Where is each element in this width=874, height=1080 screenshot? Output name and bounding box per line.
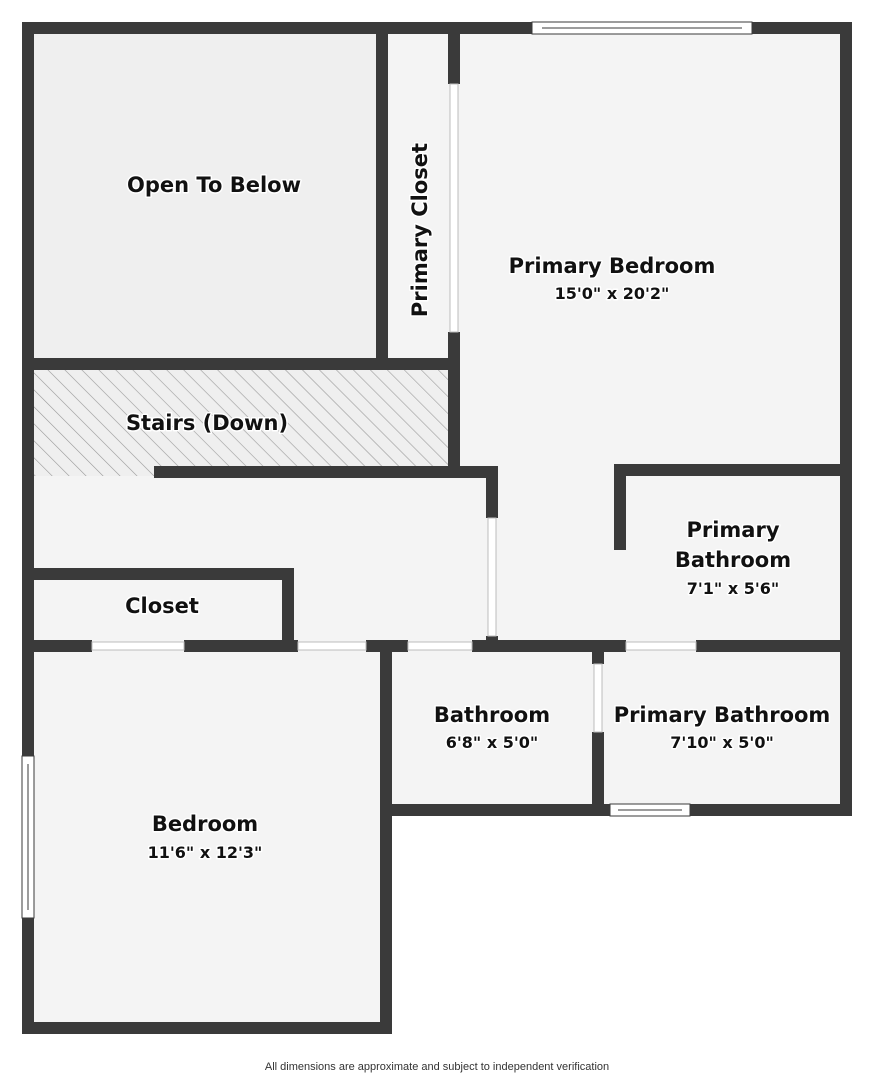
bedroom-label: Bedroom [152, 812, 258, 836]
door-closet-primary [449, 83, 459, 333]
openings [21, 21, 753, 919]
door-bathroom [407, 641, 473, 651]
door-bath-divider [593, 663, 603, 733]
floor-areas [28, 28, 846, 1030]
wall-left-lower [22, 918, 34, 1034]
primary-bathroom-2-dims: 7'10" x 5'0" [670, 733, 774, 752]
disclaimer-text: All dimensions are approximate and subje… [264, 1061, 610, 1073]
wall-stairs-right [448, 364, 460, 476]
wall-top-left [22, 22, 532, 34]
open-to-below-label: Open To Below [127, 173, 301, 197]
primary-bathroom-2-floor [598, 646, 846, 810]
wall-right [840, 22, 852, 816]
wall-closet-top [28, 568, 294, 580]
wall-hall-right-upper [486, 466, 498, 518]
wall-open-below-bottom [28, 358, 460, 370]
wall-closet-right-lower [448, 332, 460, 370]
wall-row-e [696, 640, 852, 652]
bathroom-label: Bathroom [434, 703, 550, 727]
wall-stairs-bottom [154, 466, 496, 478]
primary-closet-floor [382, 28, 454, 364]
window-top [531, 21, 753, 35]
wall-bedroom-right [380, 646, 392, 1034]
closet-label: Closet [125, 594, 199, 618]
primary-bathroom-1-label-line1: Primary [686, 518, 779, 542]
wall-bath-divider-top [592, 646, 604, 664]
wall-row-b [184, 640, 298, 652]
bedroom-floor [28, 646, 386, 1030]
walls [22, 22, 852, 1034]
wall-row-a [22, 640, 92, 652]
wall-closet-right [282, 568, 294, 652]
bathroom-floor [386, 646, 598, 810]
primary-bedroom-floor [454, 28, 844, 646]
open-to-below-floor [28, 28, 382, 364]
wall-row-c [366, 640, 408, 652]
wall-pbath-top [614, 464, 852, 476]
primary-bathroom-1-label-line2: Bathroom [675, 548, 791, 572]
window-bedroom-left [21, 755, 35, 919]
stairs-label: Stairs (Down) [126, 411, 288, 435]
wall-top-right [752, 22, 852, 34]
wall-row-d [472, 640, 626, 652]
primary-closet-label: Primary Closet [408, 143, 432, 317]
wall-bath-bottom-right [690, 804, 852, 816]
door-bedroom [91, 641, 185, 651]
door-primary-bath-2 [625, 641, 697, 651]
primary-bedroom-label: Primary Bedroom [509, 254, 716, 278]
wall-closet-right-upper [448, 28, 460, 84]
bedroom-dims: 11'6" x 12'3" [148, 843, 263, 862]
door-hall-right [487, 517, 497, 637]
wall-pbath-left [614, 464, 626, 550]
primary-bedroom-dims: 15'0" x 20'2" [555, 284, 670, 303]
wall-bath-bottom-left [380, 804, 610, 816]
stairs-hatch [34, 368, 450, 476]
window-bath-bottom [609, 803, 691, 817]
door-hall-a [297, 641, 367, 651]
primary-bathroom-1-dims: 7'1" x 5'6" [687, 579, 779, 598]
wall-bath-divider-bottom [592, 732, 604, 816]
wall-open-below-right [376, 28, 388, 364]
wall-bedroom-bottom [22, 1022, 392, 1034]
primary-bathroom-2-label: Primary Bathroom [614, 703, 831, 727]
bathroom-dims: 6'8" x 5'0" [446, 733, 538, 752]
room-labels: Open To Below Primary Closet Primary Bed… [124, 141, 832, 863]
